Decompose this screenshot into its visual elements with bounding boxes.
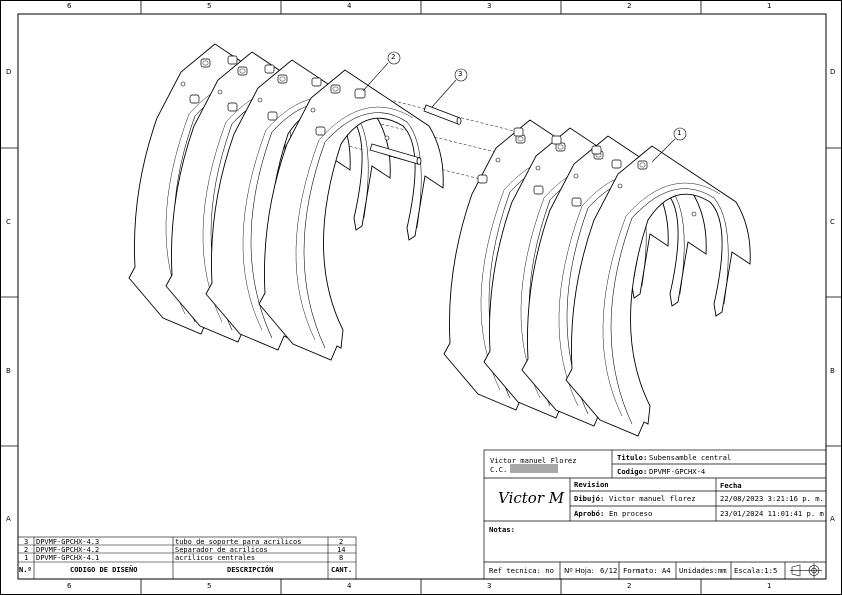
bom-cell-descripcion: acrilicos centrales bbox=[175, 554, 256, 562]
bom-cell-codigo: DPVMF-GPCHX-4.2 bbox=[36, 545, 100, 554]
aprobo-label: Aprobó: bbox=[574, 509, 605, 518]
unidades: Unidades:mm bbox=[679, 566, 727, 575]
bom-header-cant: CANT. bbox=[331, 566, 353, 574]
zone-column-label: 5 bbox=[207, 582, 212, 590]
zone-column-label: 6 bbox=[67, 582, 72, 590]
zone-column-label: 4 bbox=[347, 2, 352, 10]
bom-cell-no: 1 bbox=[24, 554, 29, 562]
bom-header-codigo: CODIGO DE DISEÑO bbox=[70, 566, 138, 574]
zone-column-label: 1 bbox=[767, 582, 772, 590]
zone-row-label: D bbox=[6, 68, 12, 76]
bom-header-descripcion: DESCRIPCIÓN bbox=[227, 566, 274, 574]
titulo-label: Titulo: bbox=[617, 453, 648, 462]
zone-column-label: 3 bbox=[487, 2, 492, 10]
bom-cell-descripcion: tubo de soporte para acrilicos bbox=[175, 537, 302, 546]
balloon-number: 1 bbox=[677, 129, 682, 137]
zone-row-label: C bbox=[830, 218, 835, 226]
fecha-label: Fecha bbox=[720, 481, 742, 490]
bom-cell-codigo: DPVMF-GPCHX-4.3 bbox=[36, 537, 100, 546]
signature: Victor M bbox=[498, 489, 565, 507]
zone-column-label: 2 bbox=[627, 582, 632, 590]
aprobo-date: 23/01/2024 11:01:41 p. m. bbox=[720, 509, 829, 518]
zone-row-label: B bbox=[830, 367, 835, 375]
hoja-value: 6/12 bbox=[600, 566, 618, 575]
ref-tecnica: Ref tecnica: no bbox=[489, 566, 554, 575]
codigo-label: Codigo: bbox=[617, 467, 648, 476]
escala: Escala:1:5 bbox=[734, 566, 778, 575]
zone-row-label: D bbox=[830, 68, 836, 76]
bom-header-no: N.º bbox=[19, 566, 32, 574]
bom-cell-cant: 2 bbox=[339, 537, 344, 546]
bom-cell-descripcion: Separador de acrilicos bbox=[175, 545, 268, 554]
zone-column-label: 2 bbox=[627, 2, 632, 10]
formato: Formato: A4 bbox=[623, 566, 671, 575]
dibujo-label: Dibujó: bbox=[574, 494, 605, 503]
codigo-value: DPVMF-GPCHX-4 bbox=[649, 467, 706, 476]
balloon-number: 3 bbox=[458, 70, 463, 78]
author-id-label: C.C. bbox=[490, 465, 508, 474]
author-name: Victor manuel Florez bbox=[490, 456, 577, 465]
revision-label: Revision bbox=[574, 480, 609, 489]
bom-cell-no: 2 bbox=[24, 545, 29, 554]
zone-row-label: A bbox=[830, 515, 835, 523]
hoja-label: Nº Hoja: bbox=[564, 566, 594, 575]
bom-cell-cant: 14 bbox=[337, 545, 346, 554]
balloon-number: 2 bbox=[391, 53, 396, 61]
bom-cell-no: 3 bbox=[24, 537, 29, 546]
titulo-value: Subensamble central bbox=[649, 453, 732, 462]
bom-cell-cant: 8 bbox=[339, 554, 344, 562]
zone-column-label: 6 bbox=[67, 2, 72, 10]
notas-label: Notas: bbox=[489, 525, 515, 534]
zone-column-label: 3 bbox=[487, 582, 492, 590]
dibujo-date: 22/08/2023 3:21:16 p. m. bbox=[720, 494, 824, 503]
zone-column-label: 5 bbox=[207, 2, 212, 10]
zone-row-label: B bbox=[6, 367, 11, 375]
zone-row-label: A bbox=[6, 515, 11, 523]
bom-cell-codigo: DPVMF-GPCHX-4.1 bbox=[36, 554, 100, 562]
zone-column-label: 4 bbox=[347, 582, 352, 590]
zone-column-label: 1 bbox=[767, 2, 772, 10]
dibujo-value: Victor manuel florez bbox=[609, 494, 696, 503]
zone-row-label: C bbox=[6, 218, 11, 226]
aprobo-value: En proceso bbox=[609, 509, 653, 518]
